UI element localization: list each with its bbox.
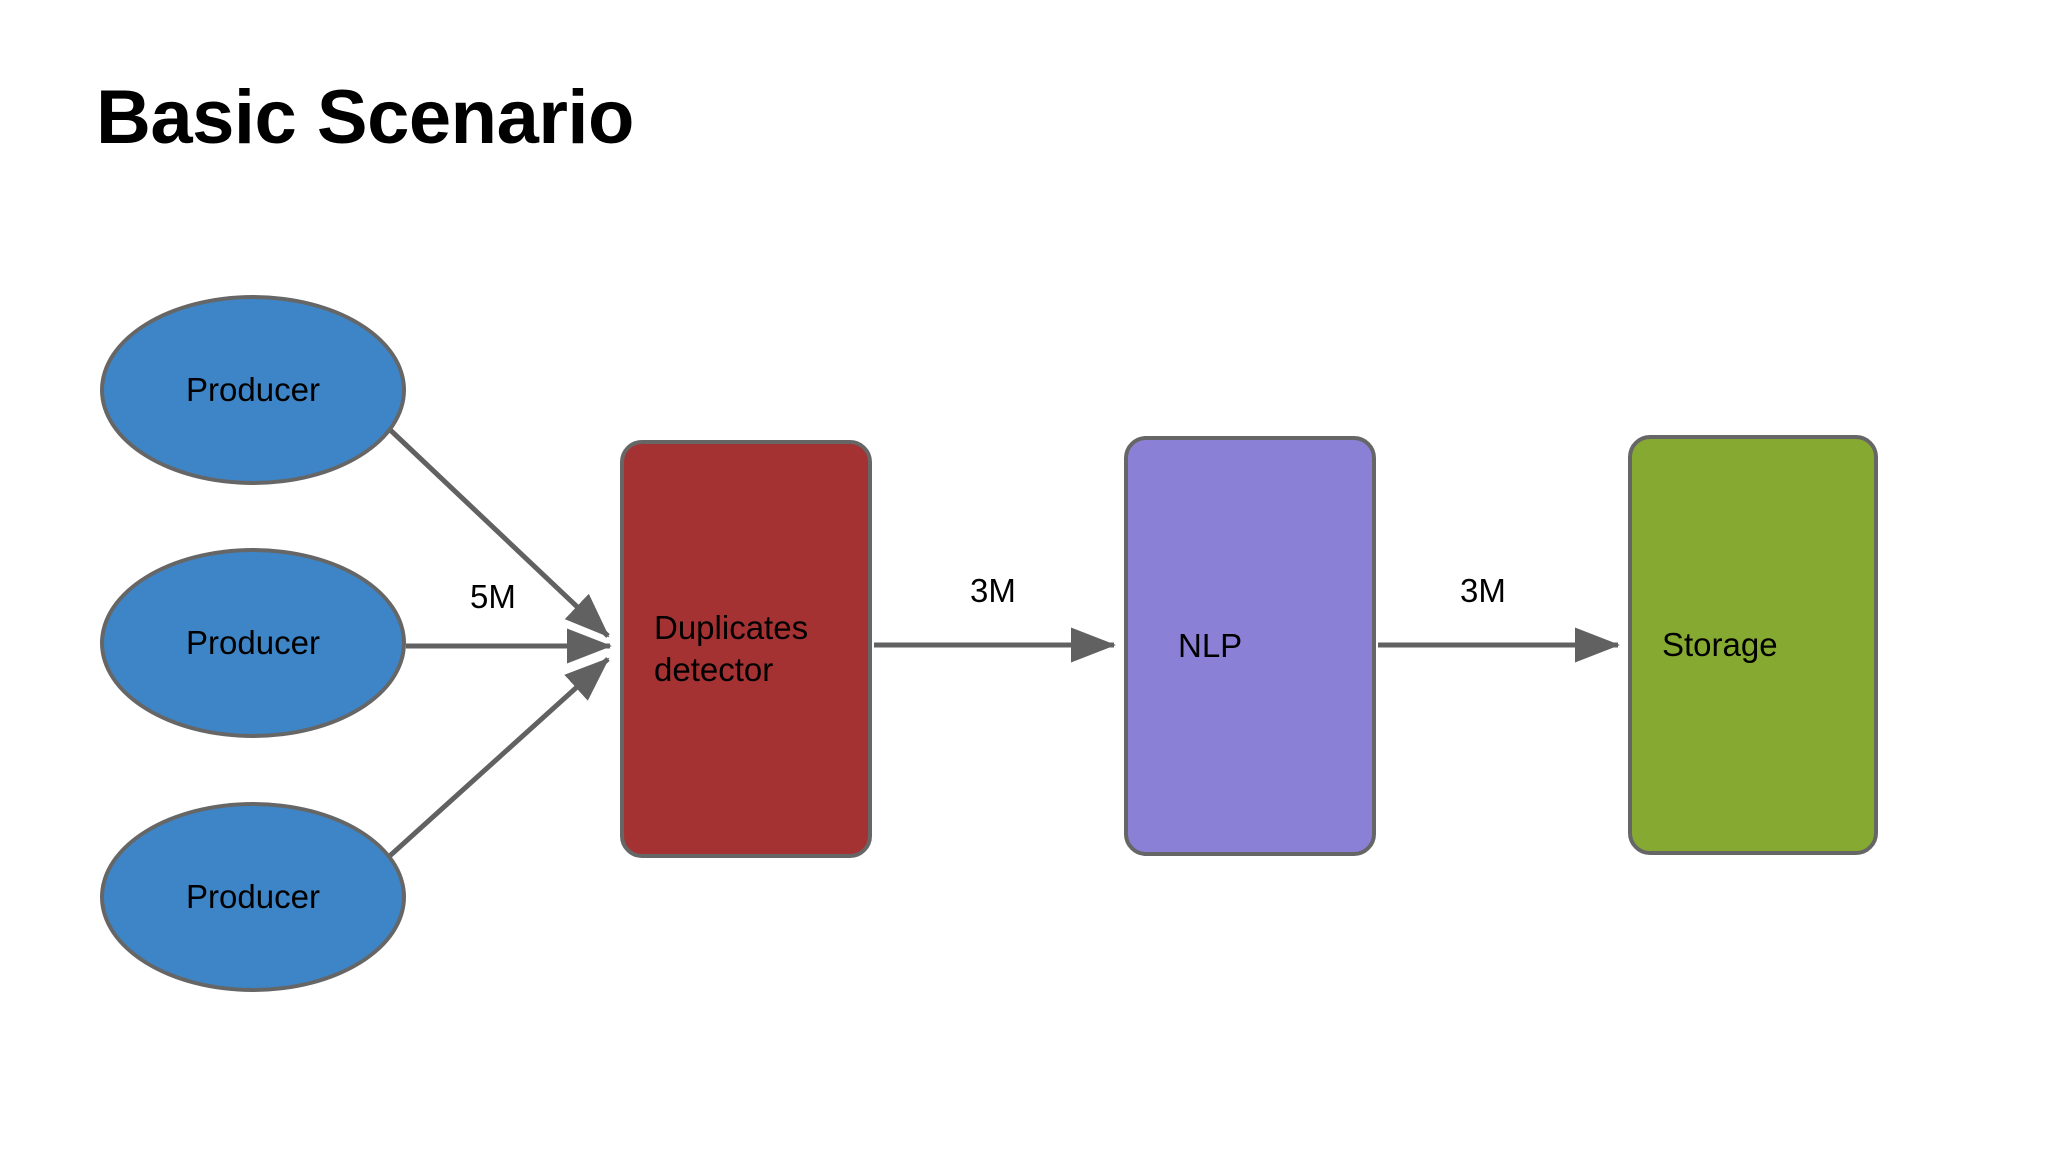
node-producer-2-label: Producer	[186, 624, 320, 662]
node-producer-2[interactable]: Producer	[100, 548, 406, 738]
node-duplicates-detector[interactable]: Duplicates detector	[620, 440, 872, 858]
edge-label-5m: 5M	[470, 578, 516, 615]
node-storage[interactable]: Storage	[1628, 435, 1878, 855]
edge-label-3m-nlp: 3M	[970, 572, 1016, 609]
node-producer-3-label: Producer	[186, 878, 320, 916]
node-producer-3[interactable]: Producer	[100, 802, 406, 992]
connector-producer1-duplicates	[383, 423, 610, 638]
edge-label-3m-storage: 3M	[1460, 572, 1506, 609]
page-title: Basic Scenario	[96, 75, 634, 160]
node-producer-1-label: Producer	[186, 371, 320, 409]
node-producer-1[interactable]: Producer	[100, 295, 406, 485]
node-duplicates-detector-label: Duplicates detector	[654, 609, 809, 688]
connector-producer3-duplicates	[381, 657, 610, 864]
node-storage-label: Storage	[1662, 626, 1778, 664]
node-nlp[interactable]: NLP	[1124, 436, 1376, 856]
node-nlp-label: NLP	[1178, 627, 1243, 665]
